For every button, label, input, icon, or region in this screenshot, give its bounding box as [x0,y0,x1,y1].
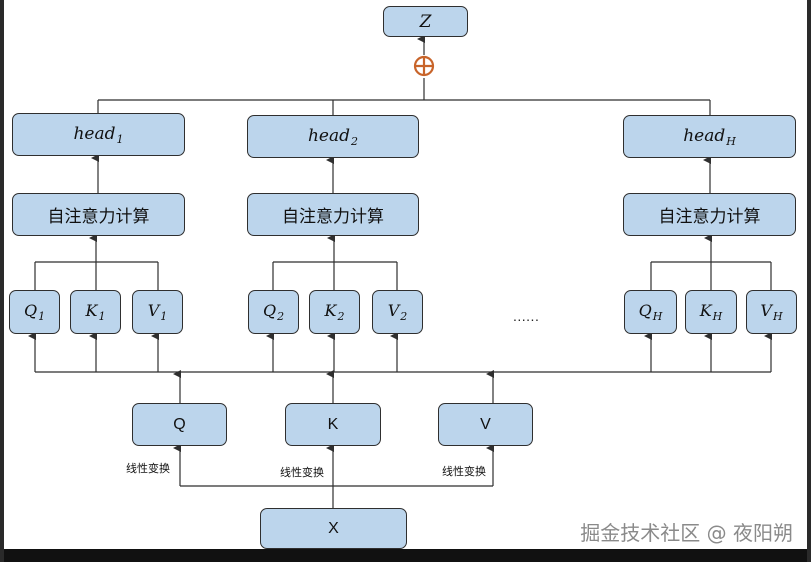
kh-box: KH [685,290,737,334]
q1-label: Q1 [23,301,46,323]
head-h-label: headH [683,125,736,148]
output-z-box: Z [383,6,468,37]
head-2-box: head2 [247,115,419,158]
q2-box: Q2 [248,290,299,334]
self-attention-label: 自注意力计算 [47,207,150,227]
linear-transform-label-v: 线性变换 [442,465,486,478]
projection-v-label: V [480,415,491,433]
q1-box: Q1 [9,290,60,334]
projection-k-label: K [327,415,339,433]
k1-label: K1 [85,301,106,323]
v2-box: V2 [372,290,423,334]
projection-v-box: V [438,403,533,446]
input-x-box: X [260,508,407,549]
qh-box: QH [624,290,677,334]
linear-transform-label-k: 线性变换 [280,466,324,479]
vh-label: VH [760,301,783,323]
self-attention-box-h: 自注意力计算 [623,193,796,236]
k2-box: K2 [309,290,360,334]
q2-label: Q2 [262,301,285,323]
output-z-label: Z [419,11,432,32]
input-x-label: X [328,519,339,537]
vh-box: VH [746,290,797,334]
qh-label: QH [638,301,663,323]
projection-q-label: Q [173,415,186,433]
bottom-strip [0,549,811,562]
head-h-box: headH [623,115,796,158]
concat-plus-icon [413,55,435,77]
self-attention-box-1: 自注意力计算 [12,193,185,236]
self-attention-label: 自注意力计算 [282,207,384,227]
head-2-label: head2 [307,125,359,148]
watermark: 掘金技术社区 @ 夜阳朔 [580,521,793,545]
projection-q-box: Q [132,403,227,446]
ellipsis: ...... [513,308,540,324]
head-1-box: head1 [12,113,185,156]
self-attention-box-2: 自注意力计算 [247,193,419,236]
v1-box: V1 [132,290,183,334]
projection-k-box: K [285,403,381,446]
k2-label: K2 [324,301,345,323]
v2-label: V2 [387,301,408,323]
self-attention-label: 自注意力计算 [658,207,761,227]
linear-transform-label-q: 线性变换 [126,462,170,475]
head-1-label: head1 [73,123,124,146]
kh-label: KH [699,301,723,323]
k1-box: K1 [70,290,121,334]
v1-label: V1 [147,301,168,323]
